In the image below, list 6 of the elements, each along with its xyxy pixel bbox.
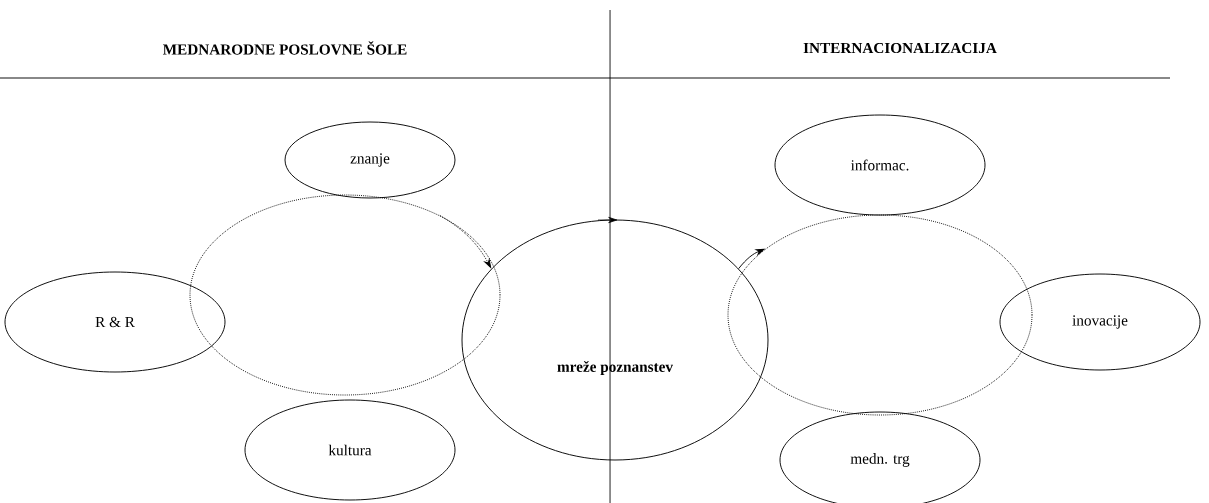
arrow [738, 248, 765, 270]
arrow [439, 214, 492, 268]
section-heading: MEDNARODNE POSLOVNE ŠOLE [163, 41, 407, 55]
dotted-ellipse [189, 194, 501, 396]
section-heading: INTERNACIONALIZACIJA [803, 42, 997, 54]
dotted-ellipse [727, 214, 1033, 416]
